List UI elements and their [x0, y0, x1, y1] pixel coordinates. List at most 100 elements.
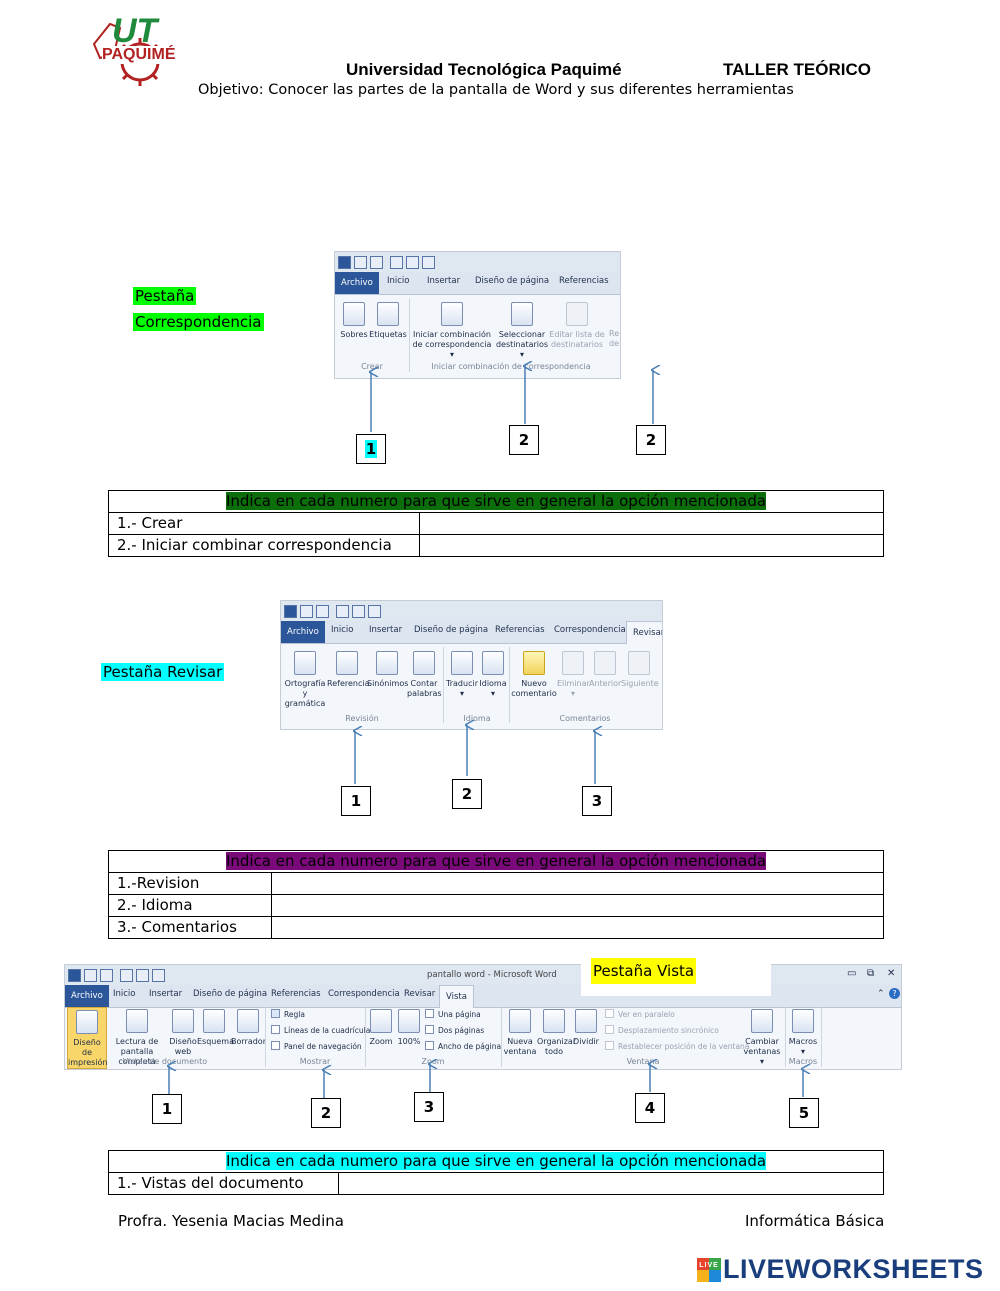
panel-navegacion-checkbox[interactable]: Panel de navegación	[271, 1041, 362, 1051]
ver-paralelo-button[interactable]: Ver en paralelo	[605, 1009, 675, 1019]
zoom-100-button[interactable]: 100%	[395, 1009, 423, 1047]
collapse-ribbon-icon[interactable]: ⌃	[877, 989, 885, 999]
undo-icon[interactable]	[316, 605, 329, 618]
tab-archivo[interactable]: Archivo	[281, 621, 325, 643]
undo-icon[interactable]	[370, 256, 383, 269]
macros-button[interactable]: Macros ▾	[787, 1009, 819, 1057]
diseno-impresion-button[interactable]: Diseño de impresión	[67, 1007, 107, 1069]
group-vistas-documento-label: Vistas de documento	[122, 1057, 208, 1066]
tab-diseno-pagina[interactable]: Diseño de página	[414, 625, 489, 635]
print-preview-icon[interactable]	[352, 605, 365, 618]
section1-label-line2: Correspondencia	[133, 313, 264, 331]
save-icon[interactable]	[300, 605, 313, 618]
lectura-pantalla-button[interactable]: Lectura de pantalla completa	[105, 1009, 169, 1067]
desplazamiento-sincronico-button[interactable]: Desplazamiento sincrónico	[605, 1025, 719, 1035]
ortografia-button[interactable]: Ortografía y gramática	[283, 651, 327, 709]
number-box-3: 3	[414, 1092, 444, 1122]
thesaurus-icon	[376, 651, 398, 675]
tab-insertar[interactable]: Insertar	[427, 276, 461, 286]
truncated-button[interactable]: Re de	[609, 302, 620, 349]
redo-icon[interactable]	[336, 605, 349, 618]
tab-archivo[interactable]: Archivo	[335, 272, 379, 294]
tab-inicio[interactable]: Inicio	[331, 625, 354, 635]
undo-icon[interactable]	[100, 969, 113, 982]
esquema-button[interactable]: Esquema	[197, 1009, 234, 1047]
group-mostrar-label: Mostrar	[299, 1057, 331, 1066]
redo-icon[interactable]	[390, 256, 403, 269]
save-icon[interactable]	[84, 969, 97, 982]
tab-vista[interactable]: Vista	[439, 985, 474, 1008]
print-preview-icon[interactable]	[406, 256, 419, 269]
redo-icon[interactable]	[120, 969, 133, 982]
print-preview-icon[interactable]	[136, 969, 149, 982]
close-icon[interactable]: ✕	[887, 968, 896, 979]
ancho-pagina-button[interactable]: Ancho de página	[425, 1041, 501, 1051]
tab-diseno-pagina[interactable]: Diseño de página	[475, 276, 550, 286]
dos-paginas-button[interactable]: Dos páginas	[425, 1025, 484, 1035]
number-1: 1	[350, 792, 362, 810]
number-box-1: 1	[152, 1094, 182, 1124]
dividir-button[interactable]: Dividir	[571, 1009, 601, 1047]
siguiente-button[interactable]: Siguiente	[621, 651, 659, 689]
cambiar-label1: Cambiar	[745, 1037, 779, 1046]
minimize-icon[interactable]: ▭	[847, 968, 857, 979]
restablecer-label: Restablecer posición de la ventana	[618, 1042, 750, 1051]
tab-correspondencia[interactable]: Correspondencia	[554, 625, 626, 635]
tab-revisar[interactable]: Revisar	[404, 989, 436, 999]
nuevo-comentario-button[interactable]: Nuevo comentario	[511, 651, 557, 699]
nueva-ventana-button[interactable]: Nueva ventana	[503, 1009, 537, 1057]
help-icon[interactable]: ?	[889, 988, 900, 999]
restablecer-posicion-button[interactable]: Restablecer posición de la ventana	[605, 1041, 749, 1051]
print-layout-icon	[76, 1010, 98, 1034]
diseno-web-button[interactable]: Diseño web	[169, 1009, 197, 1057]
new-doc-icon[interactable]	[368, 605, 381, 618]
traducir-button[interactable]: Traducir ▾	[445, 651, 479, 699]
tab-archivo[interactable]: Archivo	[65, 985, 109, 1007]
lineas-cuadricula-checkbox[interactable]: Líneas de la cuadrícula	[271, 1025, 370, 1035]
organizar-todo-button[interactable]: Organizar todo	[537, 1009, 576, 1057]
anterior-button[interactable]: Anterior	[589, 651, 621, 689]
cambiar-ventanas-button[interactable]: Cambiar ventanas ▾	[741, 1009, 783, 1067]
group-separator	[501, 1007, 502, 1067]
dos-paginas-label: Dos páginas	[438, 1026, 485, 1035]
tab-inicio[interactable]: Inicio	[387, 276, 410, 286]
zoom-button[interactable]: Zoom	[367, 1009, 395, 1047]
eliminar-button[interactable]: Eliminar ▾	[557, 651, 590, 699]
seleccionar-destinatarios-button[interactable]: Seleccionar destinatarios ▾	[493, 302, 551, 360]
una-pagina-button[interactable]: Una página	[425, 1009, 481, 1019]
save-icon[interactable]	[354, 256, 367, 269]
referencia-label: Referencia	[327, 679, 370, 688]
university-name: Universidad Tecnológica Paquimé	[346, 60, 622, 79]
iniciar-combinacion-button[interactable]: Iniciar combinación de correspondencia ▾	[411, 302, 493, 360]
regla-checkbox[interactable]: Regla	[271, 1009, 305, 1019]
tab-referencias[interactable]: Referencias	[559, 276, 609, 286]
answer-cell[interactable]	[271, 916, 884, 939]
answer-cell[interactable]	[419, 534, 884, 557]
sinonimos-button[interactable]: Sinónimos	[367, 651, 408, 689]
row-label: 3.- Comentarios	[108, 916, 272, 939]
borrador-button[interactable]: Borrador	[231, 1009, 266, 1047]
sobres-button[interactable]: Sobres	[339, 302, 369, 340]
etiquetas-button[interactable]: Etiquetas	[369, 302, 407, 340]
new-doc-icon[interactable]	[422, 256, 435, 269]
full-screen-reading-icon	[126, 1009, 148, 1033]
tab-insertar[interactable]: Insertar	[149, 989, 183, 999]
idioma-button[interactable]: Idioma ▾	[479, 651, 507, 699]
new-doc-icon[interactable]	[152, 969, 165, 982]
tab-referencias[interactable]: Referencias	[271, 989, 321, 999]
workshop-title: TALLER TEÓRICO	[723, 60, 871, 79]
tab-revisar[interactable]: Revisar	[626, 621, 662, 644]
tab-diseno-pagina[interactable]: Diseño de página	[193, 989, 268, 999]
editar-lista-label1: Editar lista de	[549, 330, 605, 339]
editar-lista-button[interactable]: Editar lista de destinatarios	[549, 302, 605, 350]
tab-insertar[interactable]: Insertar	[369, 625, 403, 635]
translate-icon	[451, 651, 473, 675]
restore-icon[interactable]: ⧉	[867, 968, 875, 979]
tab-inicio[interactable]: Inicio	[113, 989, 136, 999]
referencia-button[interactable]: Referencia	[327, 651, 370, 689]
tab-correspondencia[interactable]: Correspondencia	[328, 989, 400, 999]
answer-cell[interactable]	[338, 1172, 884, 1195]
number-3: 3	[591, 792, 603, 810]
tab-referencias[interactable]: Referencias	[495, 625, 545, 635]
contar-palabras-button[interactable]: Contar palabras	[407, 651, 442, 699]
